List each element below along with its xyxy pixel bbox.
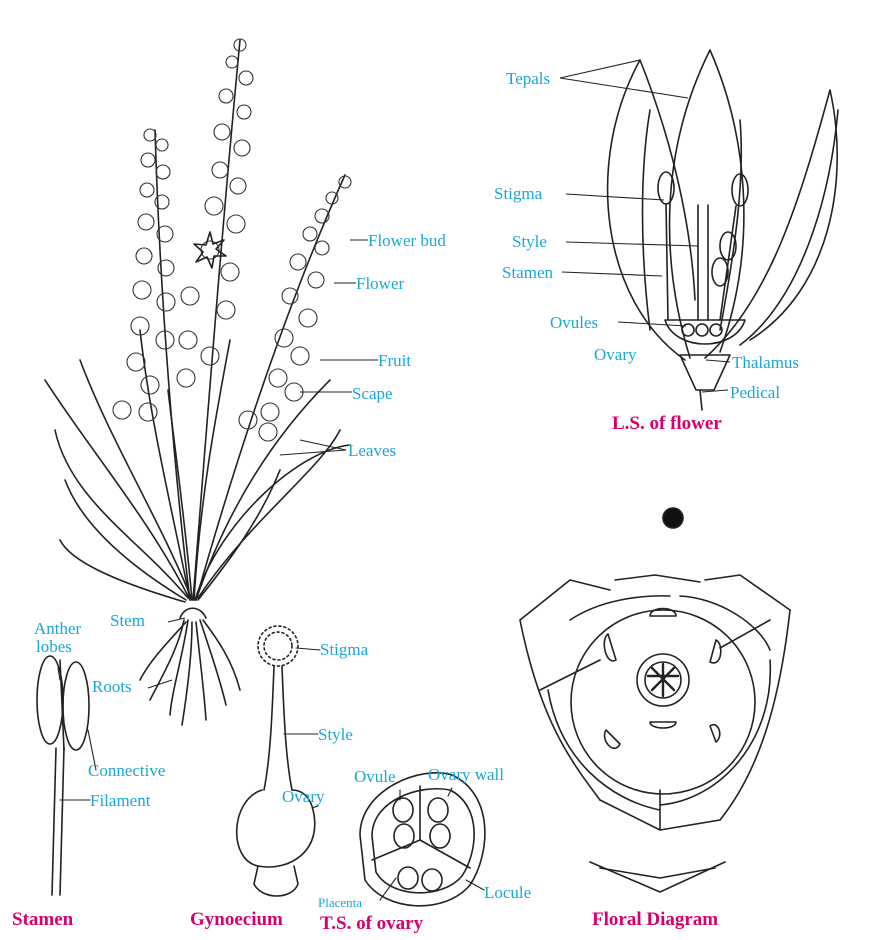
label-filament: Filament — [90, 792, 150, 809]
label-ls-ovary: Ovary — [594, 346, 636, 363]
label-leaves: Leaves — [348, 442, 396, 459]
caption-stamen: Stamen — [12, 910, 73, 929]
gynoecium-drawing — [237, 626, 320, 896]
label-tepals: Tepals — [506, 70, 550, 87]
label-ovule: Ovule — [354, 768, 396, 785]
plant-roots — [140, 608, 240, 725]
label-gyn-ovary: Ovary — [282, 788, 324, 805]
label-ovules: Ovules — [550, 314, 598, 331]
label-pedicel: Pedical — [730, 384, 780, 401]
ls-flower-leader-lines — [560, 60, 730, 392]
label-lobes: lobes — [36, 638, 72, 655]
caption-gynoecium: Gynoecium — [190, 910, 283, 929]
label-gyn-stigma: Stigma — [320, 641, 368, 658]
label-ls-style: Style — [512, 233, 547, 250]
label-fruit: Fruit — [378, 352, 411, 369]
label-ls-stigma: Stigma — [494, 185, 542, 202]
ts-ovary-drawing — [360, 773, 485, 906]
caption-floral-diagram: Floral Diagram — [592, 910, 718, 929]
label-roots: Roots — [92, 678, 132, 695]
label-stem: Stem — [110, 612, 145, 629]
plant-leaves — [45, 330, 350, 602]
label-ovary-wall: Ovary wall — [428, 766, 504, 783]
label-flower-bud: Flower bud — [368, 232, 446, 249]
label-connective: Connective — [88, 762, 165, 779]
label-locule: Locule — [484, 884, 531, 901]
plant-leader-lines — [148, 240, 378, 688]
label-scape: Scape — [352, 385, 393, 402]
whole-plant-drawing — [45, 39, 351, 725]
label-placenta: Placenta — [318, 896, 362, 909]
floral-diagram-drawing — [520, 508, 790, 892]
label-thalamus: Thalamus — [732, 354, 799, 371]
label-flower: Flower — [356, 275, 404, 292]
label-ls-stamen: Stamen — [502, 264, 553, 281]
mother-axis-dot — [663, 508, 683, 528]
label-gyn-style: Style — [318, 726, 353, 743]
inflorescence-flowers — [113, 39, 351, 441]
label-anther: Anther — [34, 620, 81, 637]
caption-ls-flower: L.S. of flower — [612, 414, 722, 433]
caption-ts-ovary: T.S. of ovary — [320, 914, 423, 933]
